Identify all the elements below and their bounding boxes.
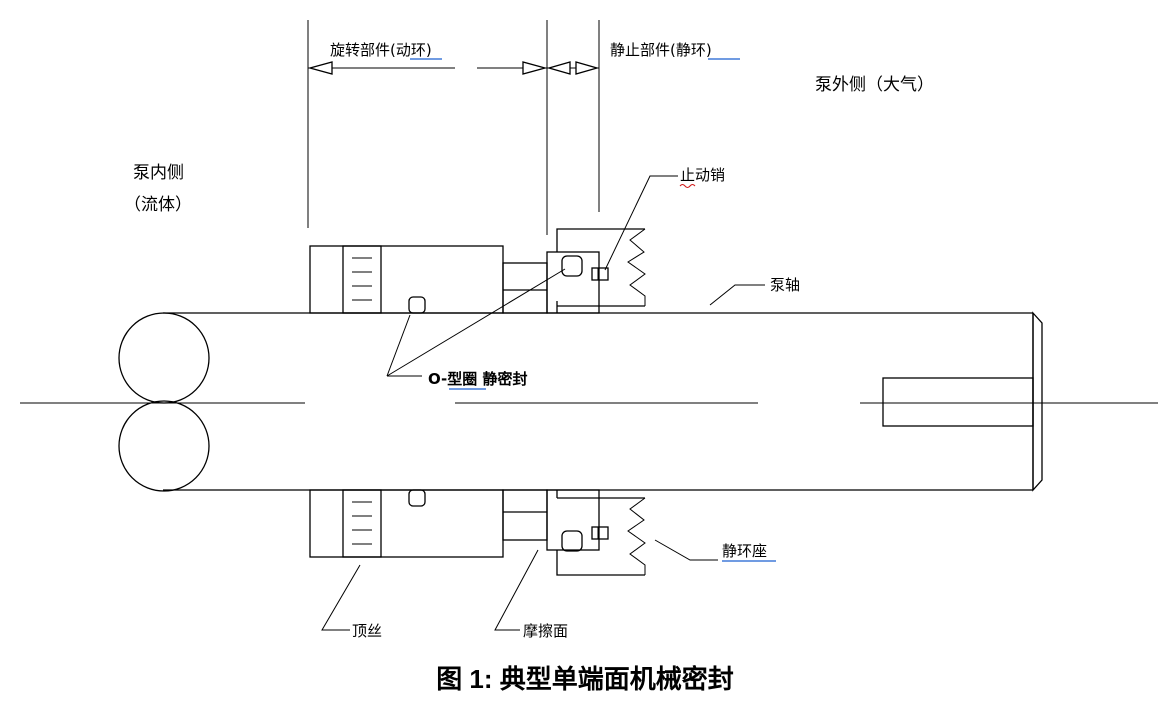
label-stationary-seat: 静环座: [722, 542, 767, 560]
rotating-ring-bottom: [309, 489, 548, 558]
label-stationary-parts: 静止部件(静环): [610, 41, 712, 59]
label-rotating-parts: 旋转部件(动环): [330, 41, 432, 59]
stationary-seat-bottom: [546, 489, 646, 576]
label-anti-rotation-pin: 止动销: [680, 166, 725, 184]
pump-shaft: [118, 311, 1043, 492]
label-pump-shaft: 泵轴: [770, 276, 800, 294]
label-pump-outside: 泵外侧（大气）: [815, 75, 934, 95]
dimension-lines: [307, 20, 600, 235]
label-fluid: （流体）: [124, 195, 192, 215]
spellcheck-squiggle: [679, 184, 696, 188]
label-friction-face: 摩擦面: [523, 622, 568, 640]
figure-caption: 图 1: 典型单端面机械密封: [436, 664, 734, 694]
rotating-ring-top: [309, 245, 548, 314]
label-set-screw: 顶丝: [352, 622, 382, 640]
leader-lines: [321, 175, 765, 631]
label-o-ring: O-型圈 静密封: [428, 370, 527, 388]
label-pump-inside: 泵内侧: [133, 163, 184, 183]
stationary-seat-top: [546, 228, 646, 314]
